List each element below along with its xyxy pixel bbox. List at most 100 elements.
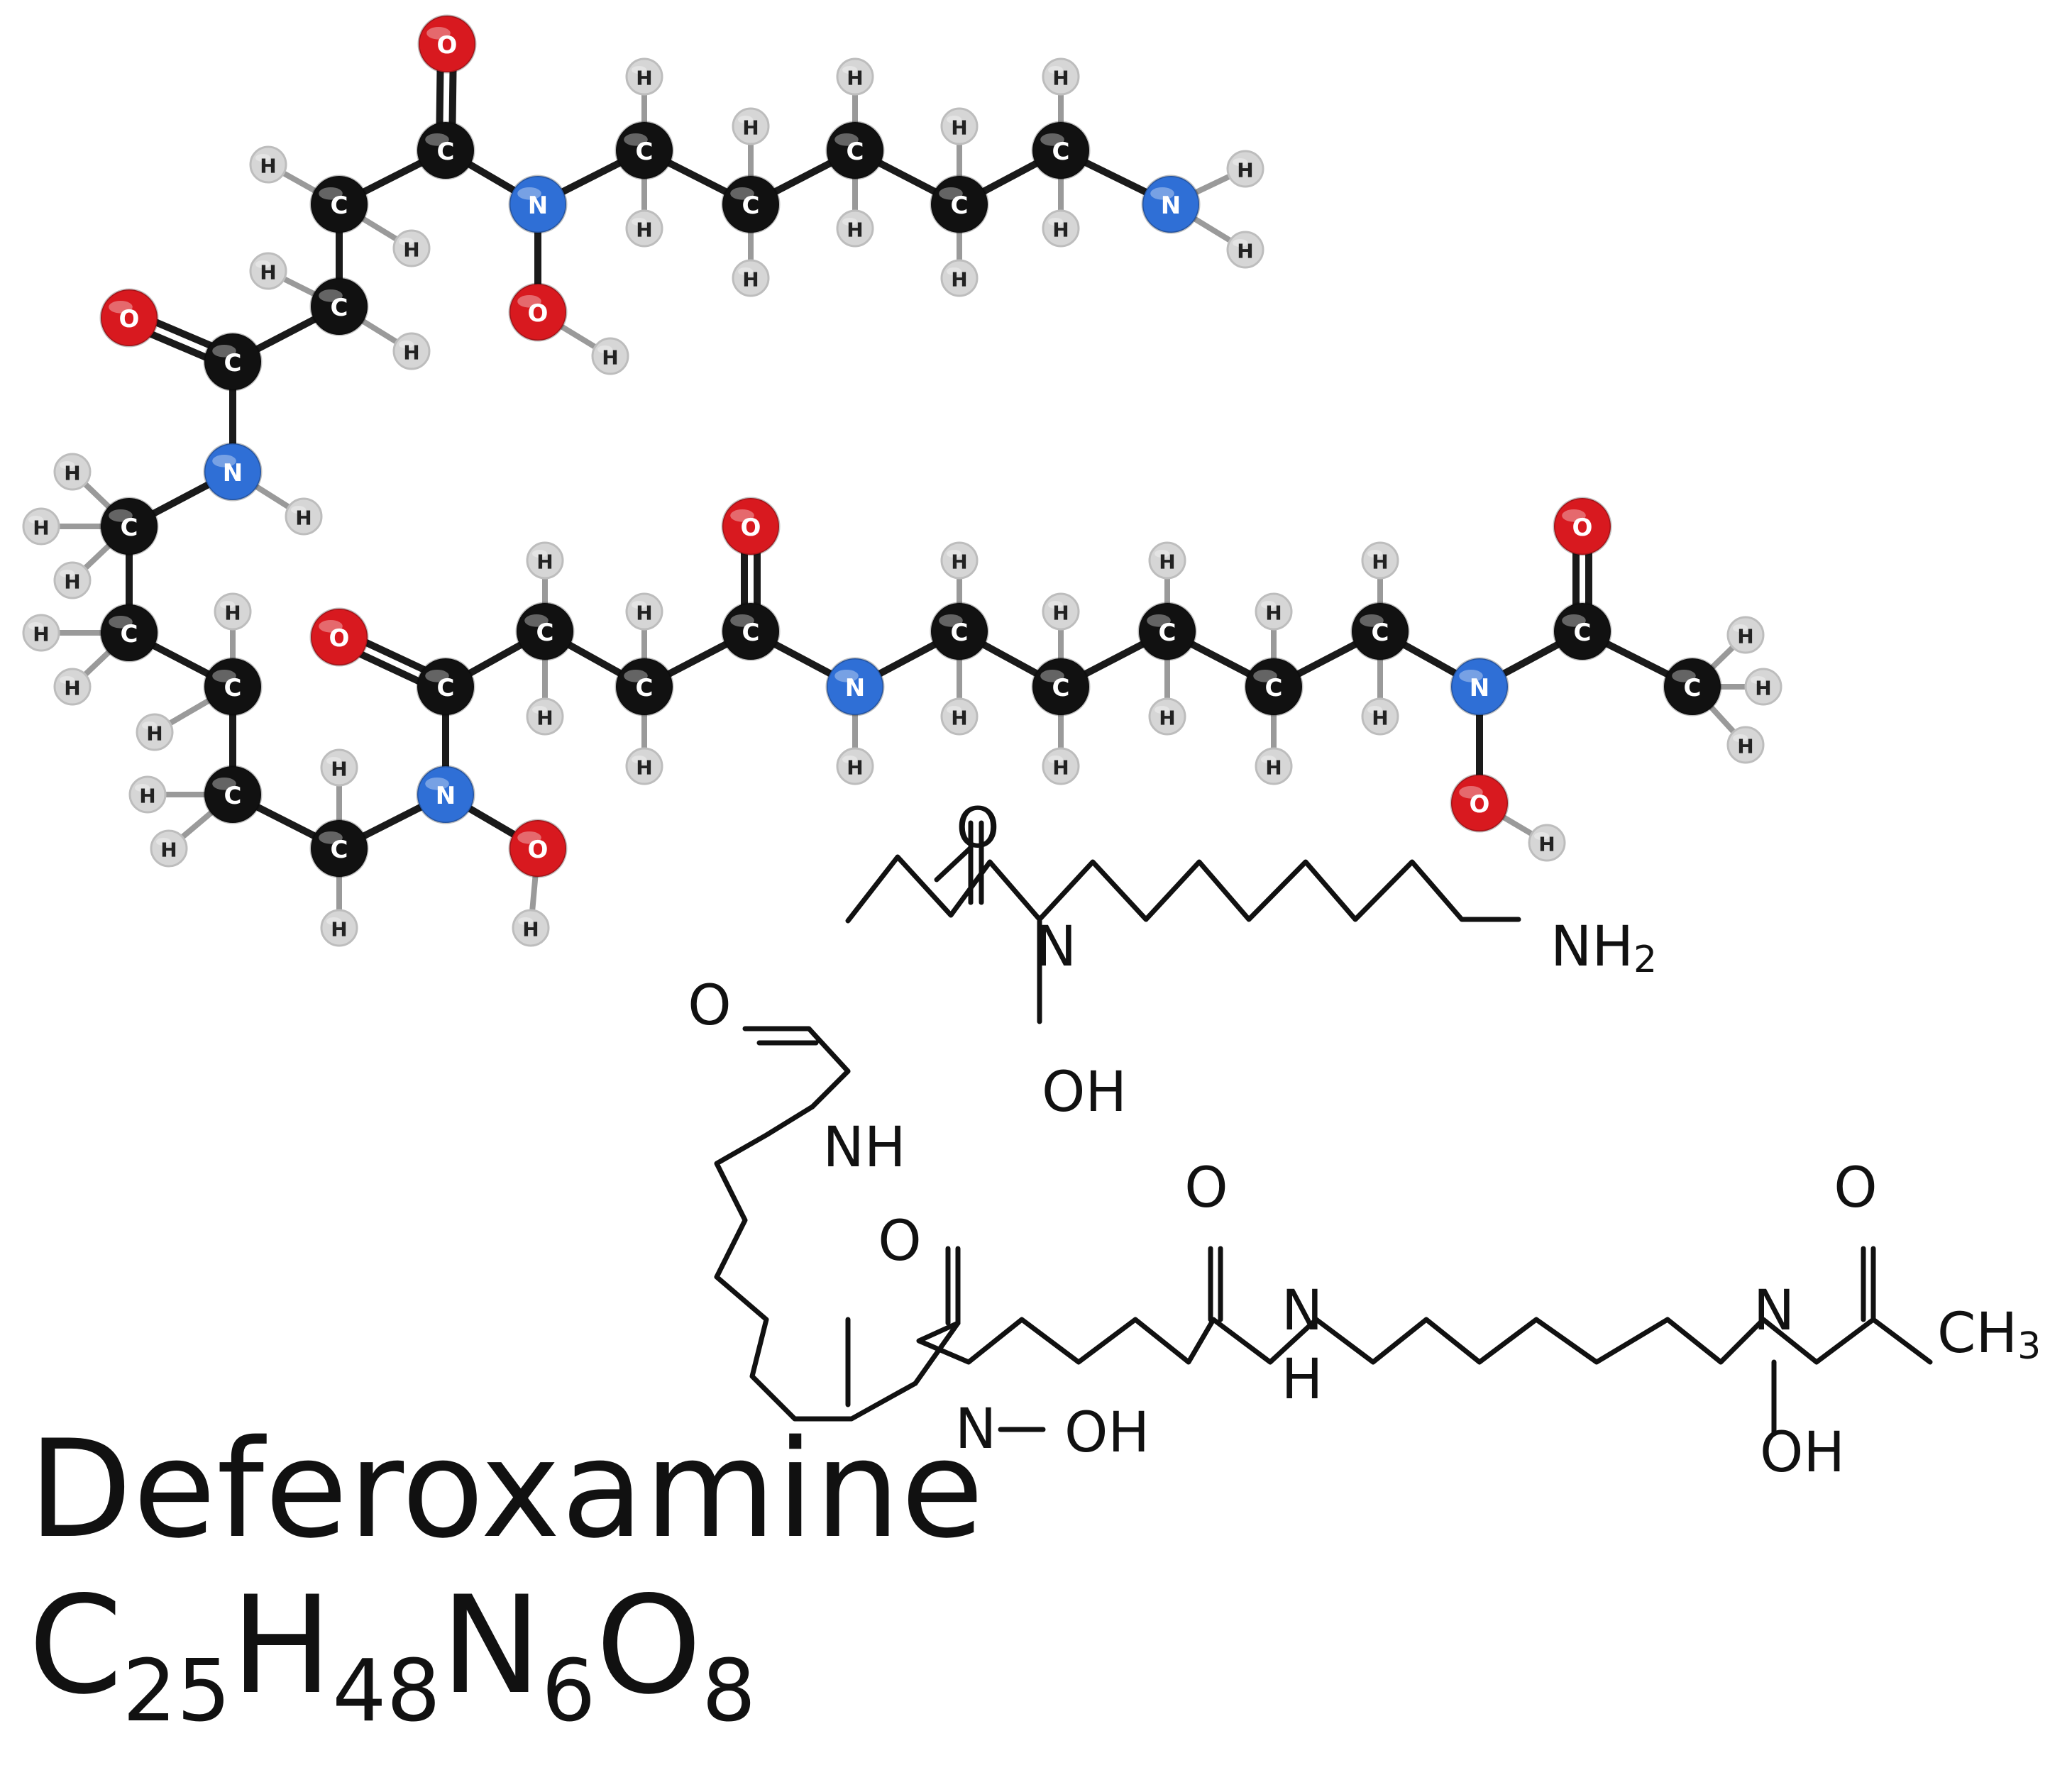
hydrogen-atom: H [1042,747,1080,785]
svg-text:H: H [64,677,80,700]
svg-text:C: C [636,674,654,702]
nitrogen-atom: N [825,657,885,717]
svg-text:C: C [1574,619,1592,647]
svg-text:C: C [331,294,348,322]
skeletal-oxygen: O [1834,1156,1877,1220]
caption: Deferoxamine C25H48N6O8 [28,1412,984,1770]
oxygen-atom: O [1450,773,1509,833]
svg-text:C: C [224,349,242,377]
skeletal-hydroxyl: OH [1042,1061,1127,1124]
svg-text:H: H [1052,219,1069,242]
hydrogen-atom: H [940,107,979,145]
oxygen-atom: O [1553,497,1612,556]
svg-text:H: H [536,707,553,730]
carbon-atom: C [309,175,369,234]
molecular-formula: C25H48N6O8 [28,1568,984,1770]
svg-text:H: H [260,261,276,284]
svg-text:H: H [536,551,553,574]
carbon-atom: C [615,121,674,180]
carbon-atom: C [203,765,263,824]
skeletal-hydroxyl: OH [1064,1401,1150,1465]
skeletal-oxygen: O [1184,1156,1228,1220]
lower-chain-bonds [916,1317,1933,1365]
hydrogen-atom: H [940,697,979,736]
hydrogen-atom: H [1042,209,1080,248]
nitrogen-atom: N [203,442,263,502]
hydrogen-atom: H [836,209,874,248]
hydrogen-atom: H [732,107,770,145]
svg-text:H: H [139,785,155,808]
carbonyl-double-bond-1 [968,820,984,905]
svg-text:H: H [847,67,863,90]
svg-text:C: C [951,192,969,220]
hydrogen-atom: H [940,259,979,297]
svg-text:H: H [1372,707,1388,730]
carbon-atom: C [99,603,159,663]
carbon-atom: C [203,657,263,717]
carbon-atom: C [1031,657,1091,717]
carbon-atom: C [721,602,781,661]
svg-text:H: H [1265,756,1282,780]
carbon-atom: C [721,175,781,234]
carbon-atom: C [930,175,989,234]
svg-text:H: H [1265,602,1282,625]
carbon-atom: C [203,332,263,392]
carbon-atom: C [416,121,475,180]
hydrogen-atom: H [320,909,358,947]
carbon-atom: C [1137,602,1197,661]
svg-text:H: H [260,155,276,178]
hydrogen-atom: H [53,453,92,491]
carbon-atom: C [930,602,989,661]
hydrogen-atom: H [625,592,663,631]
svg-text:O: O [741,514,761,542]
svg-text:O: O [528,299,549,328]
svg-text:C: C [1052,674,1070,702]
hydrogen-atom: H [1255,747,1293,785]
svg-text:O: O [528,836,549,864]
hydrogen-atom: H [1726,726,1765,764]
svg-text:C: C [1052,138,1070,166]
svg-text:C: C [437,674,455,702]
hydrogen-atom: H [392,332,431,370]
svg-text:H: H [403,238,419,262]
svg-text:H: H [636,67,652,90]
svg-text:H: H [1755,677,1771,700]
carbon-atom: C [99,497,159,556]
svg-text:C: C [224,782,242,810]
hydrogen-atom: H [526,541,564,580]
hydrogen-atom: H [128,775,167,814]
svg-text:C: C [121,620,138,648]
skeletal-nitrogen: N [955,1398,996,1461]
svg-text:H: H [1372,551,1388,574]
svg-text:N: N [436,782,456,810]
svg-text:O: O [329,624,350,653]
svg-text:H: H [951,707,967,730]
skeletal-nitrogen: N [1282,1279,1323,1343]
svg-text:H: H [295,507,312,530]
hydrogen-atom: H [22,614,60,652]
hydrogen-atom: H [1744,668,1782,706]
hydrogen-atom: H [625,57,663,96]
skeletal-nitrogen: N [1753,1279,1795,1343]
oxygen-atom: O [309,607,369,667]
carbon-atom: C [416,657,475,717]
svg-text:H: H [1052,67,1069,90]
hydrogen-atom: H [392,229,431,267]
svg-text:O: O [119,305,140,333]
formula-count: 8 [702,1642,756,1741]
hydrogen-atom: H [1042,57,1080,96]
carbonyl-double-bond-4 [1208,1246,1223,1322]
hydrogen-atom: H [1148,697,1186,736]
svg-text:H: H [33,623,49,646]
carbon-atom: C [309,819,369,878]
hydrogen-atom: H [1148,541,1186,580]
svg-text:H: H [33,516,49,540]
svg-text:H: H [64,570,80,594]
svg-text:H: H [636,219,652,242]
hydrogen-atom: H [53,668,92,706]
svg-text:N: N [528,192,548,220]
hydrogen-atom: H [136,713,174,751]
formula-count: 6 [541,1642,596,1741]
compound-name: Deferoxamine [28,1411,985,1568]
oxygen-atom: O [721,497,781,556]
